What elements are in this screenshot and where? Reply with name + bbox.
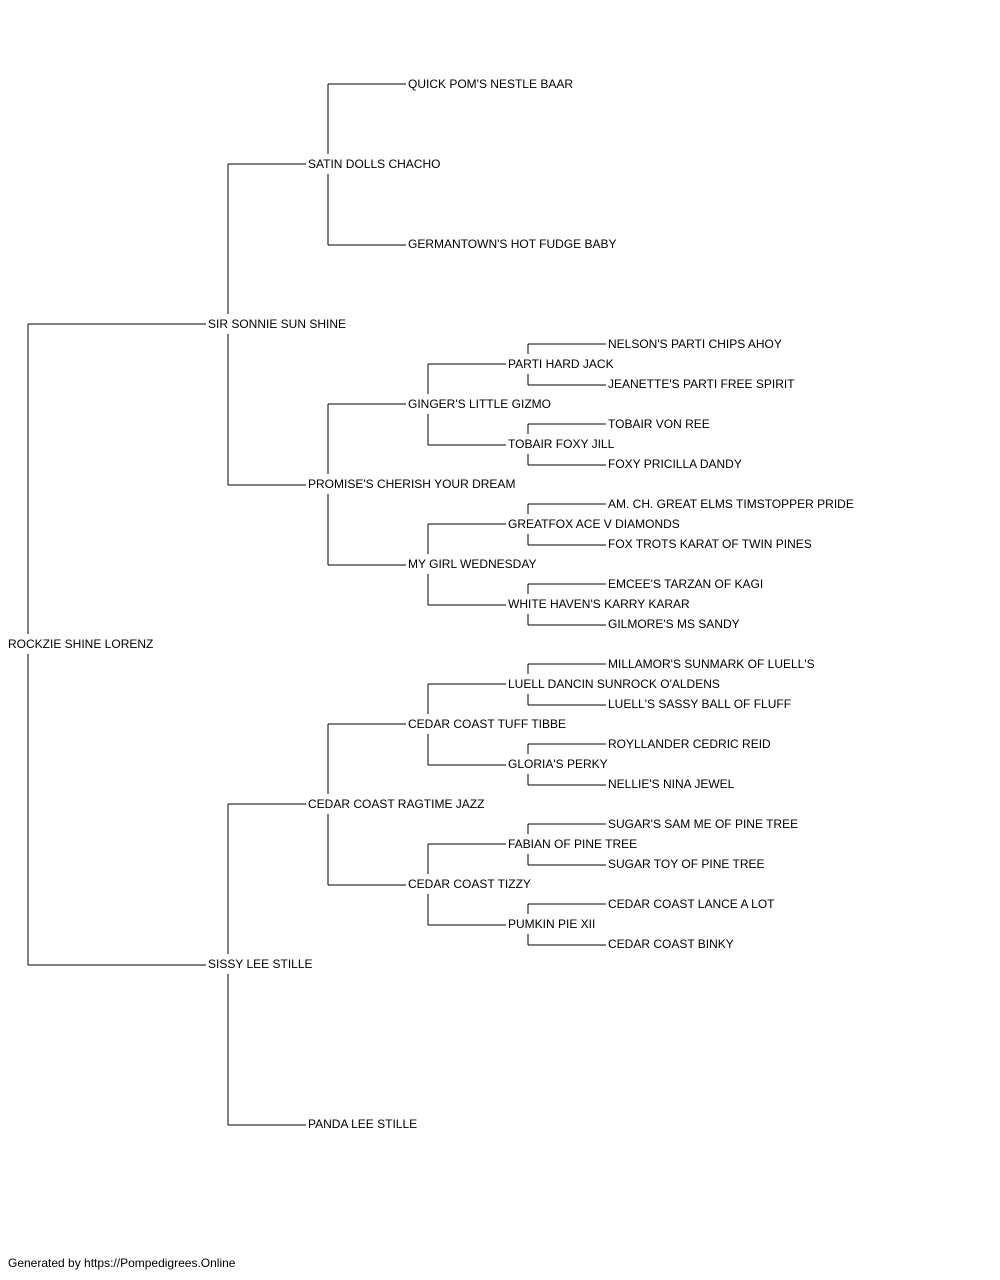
dog-name-pedigree.sire.dam.dam.sire.name[interactable]: GREATFOX ACE V DIAMONDS [508, 517, 680, 531]
dog-name-pedigree.sire.dam.sire.dam.name[interactable]: TOBAIR FOXY JILL [508, 437, 615, 451]
dog-name-pedigree.dam.sire.dam.name[interactable]: CEDAR COAST TIZZY [408, 877, 531, 891]
dog-name-pedigree.sire.dam.sire.dam.sire.name[interactable]: TOBAIR VON REE [608, 417, 710, 431]
dog-name-pedigree.dam.sire.dam.sire.sire.name[interactable]: SUGAR'S SAM ME OF PINE TREE [608, 817, 798, 831]
dog-name-pedigree.sire.dam.dam.dam.name[interactable]: WHITE HAVEN'S KARRY KARAR [508, 597, 690, 611]
dog-name-pedigree.sire.dam.name[interactable]: PROMISE'S CHERISH YOUR DREAM [308, 477, 515, 491]
dog-name-pedigree.sire.dam.dam.sire.sire.name[interactable]: AM. CH. GREAT ELMS TIMSTOPPER PRIDE [608, 497, 854, 511]
dog-name-pedigree.sire.dam.dam.name[interactable]: MY GIRL WEDNESDAY [408, 557, 536, 571]
dog-name-pedigree.dam.sire.sire.dam.name[interactable]: GLORIA'S PERKY [508, 757, 608, 771]
dog-name-pedigree.sire.dam.sire.sire.name[interactable]: PARTI HARD JACK [508, 357, 614, 371]
dog-name-pedigree.sire.dam.dam.dam.sire.name[interactable]: EMCEE'S TARZAN OF KAGI [608, 577, 763, 591]
dog-name-pedigree.dam.sire.sire.sire.name[interactable]: LUELL DANCIN SUNROCK O'ALDENS [508, 677, 720, 691]
dog-name-pedigree.dam.sire.dam.sire.name[interactable]: FABIAN OF PINE TREE [508, 837, 637, 851]
dog-name-pedigree.sire.dam.dam.dam.dam.name[interactable]: GILMORE'S MS SANDY [608, 617, 740, 631]
dog-name-pedigree.dam.sire.dam.dam.dam.name[interactable]: CEDAR COAST BINKY [608, 937, 734, 951]
dog-name-pedigree.sire.sire.dam.name[interactable]: GERMANTOWN'S HOT FUDGE BABY [408, 237, 617, 251]
dog-name-pedigree.sire.sire.name[interactable]: SATIN DOLLS CHACHO [308, 157, 440, 171]
dog-name-pedigree.dam.sire.sire.dam.sire.name[interactable]: ROYLLANDER CEDRIC REID [608, 737, 771, 751]
footer-credit: Generated by https://Pompedigrees.Online [8, 1256, 236, 1270]
dog-name-pedigree.dam.sire.sire.name[interactable]: CEDAR COAST TUFF TIBBE [408, 717, 566, 731]
dog-name-pedigree.sire.dam.sire.dam.dam.name[interactable]: FOXY PRICILLA DANDY [608, 457, 742, 471]
dog-name-pedigree.dam.sire.dam.dam.sire.name[interactable]: CEDAR COAST LANCE A LOT [608, 897, 775, 911]
dog-name-pedigree.sire.dam.dam.sire.dam.name[interactable]: FOX TROTS KARAT OF TWIN PINES [608, 537, 812, 551]
dog-name-pedigree.dam.sire.name[interactable]: CEDAR COAST RAGTIME JAZZ [308, 797, 484, 811]
dog-name-pedigree.dam.sire.dam.dam.name[interactable]: PUMKIN PIE XII [508, 917, 595, 931]
dog-name-pedigree.dam.name[interactable]: SISSY LEE STILLE [208, 957, 313, 971]
dog-name-pedigree.name[interactable]: ROCKZIE SHINE LORENZ [8, 637, 153, 651]
dog-name-pedigree.dam.sire.sire.sire.sire.name[interactable]: MILLAMOR'S SUNMARK OF LUELL'S [608, 657, 815, 671]
dog-name-pedigree.sire.name[interactable]: SIR SONNIE SUN SHINE [208, 317, 346, 331]
dog-name-pedigree.dam.sire.sire.dam.dam.name[interactable]: NELLIE'S NINA JEWEL [608, 777, 735, 791]
dog-name-pedigree.sire.sire.sire.name[interactable]: QUICK POM'S NESTLE BAAR [408, 77, 573, 91]
dog-name-pedigree.sire.dam.sire.name[interactable]: GINGER'S LITTLE GIZMO [408, 397, 551, 411]
dog-name-pedigree.sire.dam.sire.sire.sire.name[interactable]: NELSON'S PARTI CHIPS AHOY [608, 337, 782, 351]
dog-name-pedigree.dam.sire.sire.sire.dam.name[interactable]: LUELL'S SASSY BALL OF FLUFF [608, 697, 791, 711]
dog-name-pedigree.sire.dam.sire.sire.dam.name[interactable]: JEANETTE'S PARTI FREE SPIRIT [608, 377, 795, 391]
dog-name-pedigree.dam.dam.name[interactable]: PANDA LEE STILLE [308, 1117, 417, 1131]
dog-name-pedigree.dam.sire.dam.sire.dam.name[interactable]: SUGAR TOY OF PINE TREE [608, 857, 765, 871]
